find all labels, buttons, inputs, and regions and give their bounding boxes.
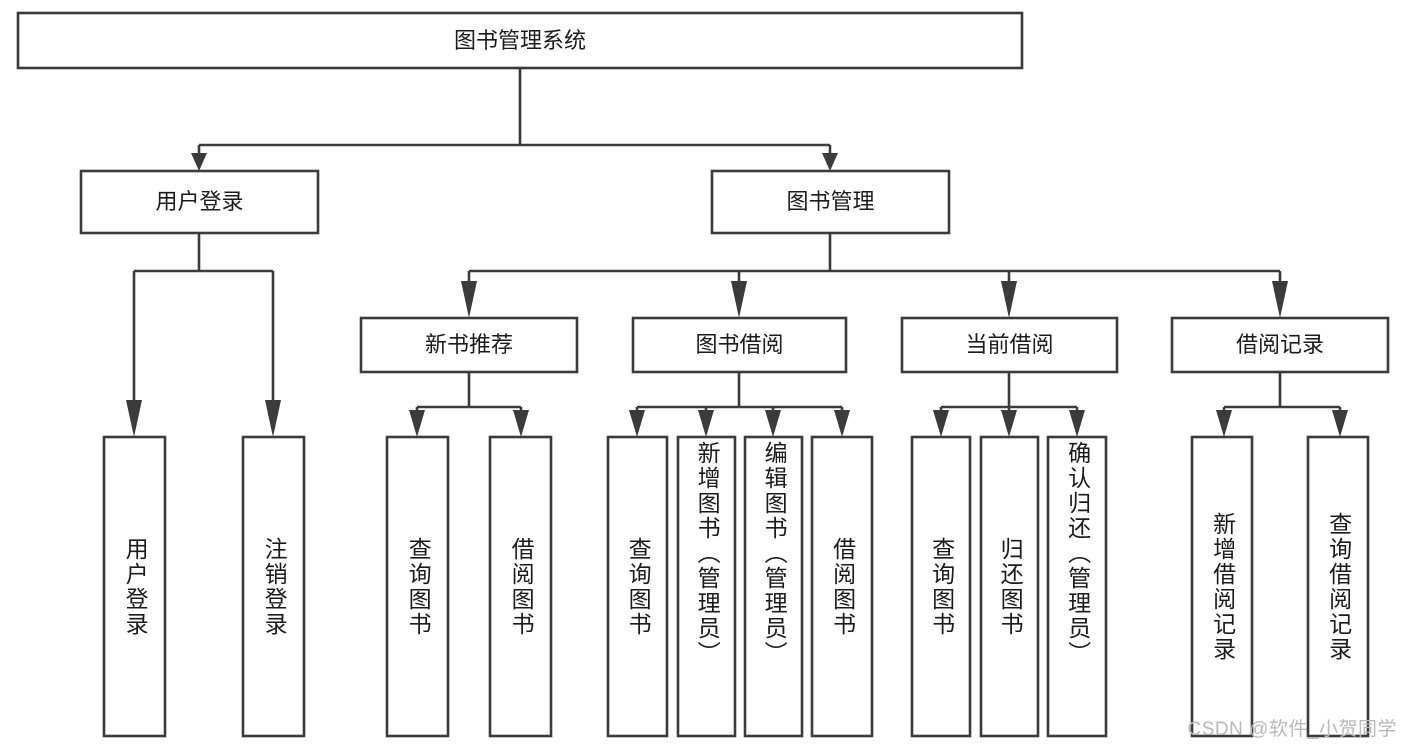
node-current-borrow-label: 当前借阅 bbox=[965, 332, 1053, 357]
arrow-current-leaf-1 bbox=[933, 410, 949, 437]
node-new-book-recommend[interactable]: 新书推荐 bbox=[359, 316, 579, 374]
leaf-box-borrow-borrow-book[interactable] bbox=[810, 435, 874, 738]
leaf-box-recommend-query-book[interactable] bbox=[385, 435, 450, 738]
leaf-box-borrow-query-book[interactable] bbox=[606, 435, 669, 738]
leaf-box-current-query-book[interactable] bbox=[910, 435, 972, 738]
node-root[interactable]: 图书管理系统 bbox=[16, 11, 1024, 70]
node-new-book-recommend-label: 新书推荐 bbox=[425, 332, 513, 357]
node-user-login-label: 用户登录 bbox=[155, 189, 243, 214]
arrow-recommend-leaf-1 bbox=[409, 410, 425, 437]
leaf-box-current-confirm-return[interactable] bbox=[1046, 435, 1108, 738]
arrow-record-leaf-1 bbox=[1216, 410, 1232, 437]
nodes-layer: 图书管理系统 用户登录 图书管理 新书推荐 图书借阅 bbox=[16, 11, 1390, 738]
arrow-current-borrow bbox=[1001, 281, 1017, 318]
arrow-current-leaf-2 bbox=[1001, 410, 1017, 437]
leaf-box-recommend-borrow-book[interactable] bbox=[488, 435, 553, 738]
leaf-box-borrow-add-book[interactable] bbox=[676, 435, 737, 738]
arrow-record-leaf-2 bbox=[1332, 410, 1348, 437]
arrow-borrow-leaf-3 bbox=[765, 410, 781, 437]
leaf-box-record-query[interactable] bbox=[1306, 435, 1370, 738]
node-user-login[interactable]: 用户登录 bbox=[79, 169, 320, 235]
arrow-leaf-logout bbox=[265, 400, 281, 437]
arrow-current-leaf-3 bbox=[1069, 410, 1085, 437]
node-borrow-record-label: 借阅记录 bbox=[1236, 332, 1324, 357]
arrow-borrow-leaf-2 bbox=[698, 410, 714, 437]
arrow-borrow-leaf-1 bbox=[629, 410, 645, 437]
arrow-new-book-recommend bbox=[461, 281, 477, 318]
leaf-box-user-login[interactable] bbox=[102, 435, 167, 738]
node-book-borrow[interactable]: 图书借阅 bbox=[631, 316, 848, 374]
arrow-book-mgmt bbox=[822, 153, 838, 171]
arrow-user-login bbox=[191, 153, 207, 171]
arrow-recommend-leaf-2 bbox=[513, 410, 529, 437]
arrow-borrow-record bbox=[1272, 281, 1288, 318]
node-current-borrow[interactable]: 当前借阅 bbox=[900, 316, 1119, 374]
node-root-label: 图书管理系统 bbox=[454, 28, 586, 53]
arrow-leaf-user-login bbox=[126, 400, 142, 437]
csdn-watermark: CSDN @软件_小贺同学 bbox=[1187, 719, 1397, 740]
leaf-box-record-add[interactable] bbox=[1190, 435, 1254, 738]
leaf-box-current-return-book[interactable] bbox=[979, 435, 1040, 738]
leaf-box-logout[interactable] bbox=[241, 435, 306, 738]
arrow-book-borrow bbox=[731, 281, 747, 318]
leaf-box-borrow-edit-book[interactable] bbox=[743, 435, 804, 738]
arrow-borrow-leaf-4 bbox=[834, 410, 850, 437]
node-borrow-record[interactable]: 借阅记录 bbox=[1170, 316, 1390, 374]
node-book-management-label: 图书管理 bbox=[786, 189, 874, 214]
node-book-borrow-label: 图书借阅 bbox=[695, 332, 783, 357]
edges-layer bbox=[126, 68, 1348, 437]
node-book-management[interactable]: 图书管理 bbox=[710, 169, 951, 235]
